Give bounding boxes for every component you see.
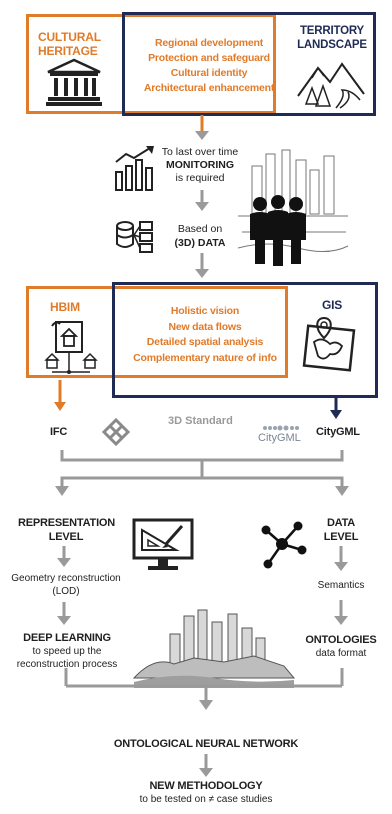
database-icon xyxy=(116,221,153,253)
gis-box xyxy=(112,282,378,398)
top-center-items: Regional development Protection and safe… xyxy=(128,36,290,96)
top-item: Cultural identity xyxy=(170,67,248,79)
hbim-title: HBIM xyxy=(50,300,80,314)
monitoring-text: To last over time MONITORING is required xyxy=(161,146,239,184)
cultural-heritage-box xyxy=(26,14,276,114)
territory-landscape-title: TERRITORY LANDSCAPE xyxy=(297,25,367,51)
gis-title: GIS xyxy=(322,298,343,312)
top-item: Regional development xyxy=(154,37,264,49)
arrow-right-1 xyxy=(334,546,348,571)
ontologies-block: ONTOLOGIES data format xyxy=(305,634,377,659)
middle-item: New data flows xyxy=(168,320,242,333)
chart-icon xyxy=(115,146,154,191)
semantics-text: Semantics xyxy=(317,580,365,591)
arrow-gis-citygml xyxy=(330,398,342,419)
citygml-logo-icon xyxy=(263,425,299,431)
hbim-box xyxy=(26,286,288,378)
temple-icon xyxy=(46,58,102,106)
merge-connector xyxy=(64,668,344,710)
monitor-cad-icon xyxy=(132,518,194,570)
geometry-reconstruction-text: Geometry reconstruction (LOD) xyxy=(11,573,121,597)
top-item: Protection and safeguard xyxy=(148,52,270,64)
hbim-icon xyxy=(44,321,98,374)
top-item: Architectural enhancement xyxy=(143,82,275,94)
network-node-icon xyxy=(261,521,307,569)
arrow-right-2 xyxy=(334,600,348,625)
territory-landscape-box xyxy=(122,12,376,116)
citygml-logo-text: CityGML xyxy=(258,432,301,444)
arrow-hbim-ifc xyxy=(54,380,66,411)
middle-item: Complementary nature of info xyxy=(133,351,277,364)
cultural-heritage-title: CULTURAL HERITAGE xyxy=(38,30,101,58)
data-level-title: DATA LEVEL xyxy=(323,517,359,543)
representation-level-title: REPRESENTATION LEVEL xyxy=(18,517,116,543)
arrow-down-final xyxy=(199,754,213,777)
arrow-down-2 xyxy=(195,190,209,211)
arrow-left-2 xyxy=(57,602,71,625)
middle-center-items: Holistic vision New data flows Detailed … xyxy=(120,304,290,366)
ifc-logo-icon xyxy=(101,417,131,447)
branch-connector xyxy=(55,450,349,496)
landscape-icon xyxy=(297,62,365,109)
arrow-left-1 xyxy=(57,546,71,567)
3d-standard-label: 3D Standard xyxy=(168,415,233,427)
arrow-down-1 xyxy=(195,115,209,140)
new-methodology-block: NEW METHODOLOGY to be tested on ≠ case s… xyxy=(139,780,273,805)
ifc-label: IFC xyxy=(50,426,68,438)
middle-item: Holistic vision xyxy=(170,305,240,317)
middle-item: Detailed spatial analysis xyxy=(146,336,264,348)
ontological-neural-network-label: ONTOLOGICAL NEURAL NETWORK xyxy=(113,738,299,750)
city-people-illustration xyxy=(237,149,349,266)
citygml-label: CityGML xyxy=(316,426,360,438)
3d-data-text: Based on (3D) DATA xyxy=(174,223,226,249)
gis-map-icon xyxy=(302,316,356,372)
arrow-down-3 xyxy=(195,253,209,278)
deep-learning-block: DEEP LEARNING to speed up the reconstruc… xyxy=(16,632,118,670)
